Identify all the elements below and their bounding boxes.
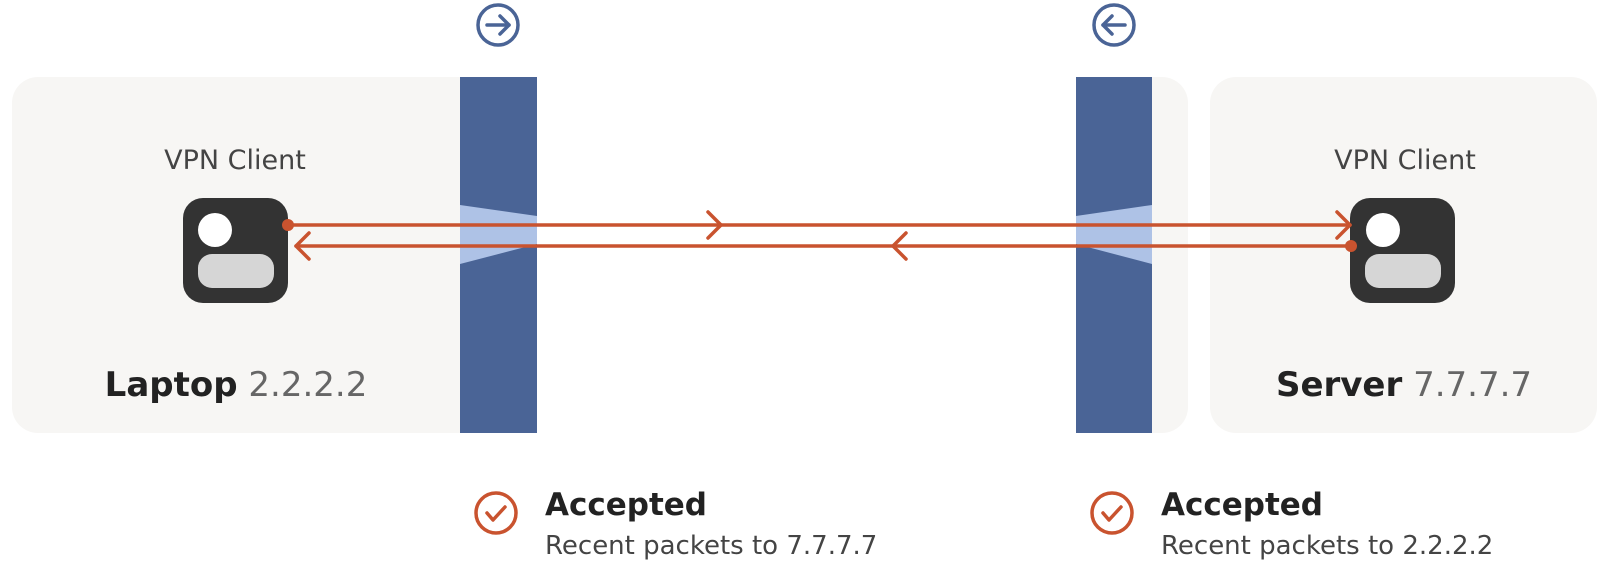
check-circle-icon: [474, 491, 518, 535]
server-side-panel-strip: [1150, 77, 1188, 433]
server-host-name: Server: [1275, 365, 1403, 405]
status-subtitle: Recent packets to 7.7.7.7: [545, 531, 878, 561]
server-host-label: Server 7.7.7.7: [1194, 365, 1609, 405]
laptop-host-name: Laptop: [104, 365, 238, 405]
laptop-host-label: Laptop 2.2.2.2: [26, 365, 446, 405]
laptop-device-icon: [183, 198, 288, 303]
firewall-left: [460, 77, 537, 433]
status-title: Accepted: [1161, 487, 1323, 523]
laptop-host-ip: 2.2.2.2: [248, 365, 368, 405]
check-circle-icon: [1090, 491, 1134, 535]
firewall-right: [1076, 77, 1152, 433]
status-title: Accepted: [545, 487, 707, 523]
server-client-label: VPN Client: [1334, 145, 1476, 176]
packet-origin-dot-server: [1345, 240, 1357, 252]
packet-origin-dot-laptop: [282, 219, 294, 231]
laptop-client-label: VPN Client: [164, 145, 306, 176]
server-device-icon: [1350, 198, 1455, 303]
server-host-ip: 7.7.7.7: [1413, 365, 1533, 405]
packet-line-outbound: [286, 210, 1352, 240]
status-subtitle: Recent packets to 2.2.2.2: [1161, 531, 1494, 561]
arrow-left-circle-icon: [1092, 3, 1136, 47]
packet-line-inbound: [294, 231, 1353, 261]
arrow-right-circle-icon: [476, 3, 520, 47]
